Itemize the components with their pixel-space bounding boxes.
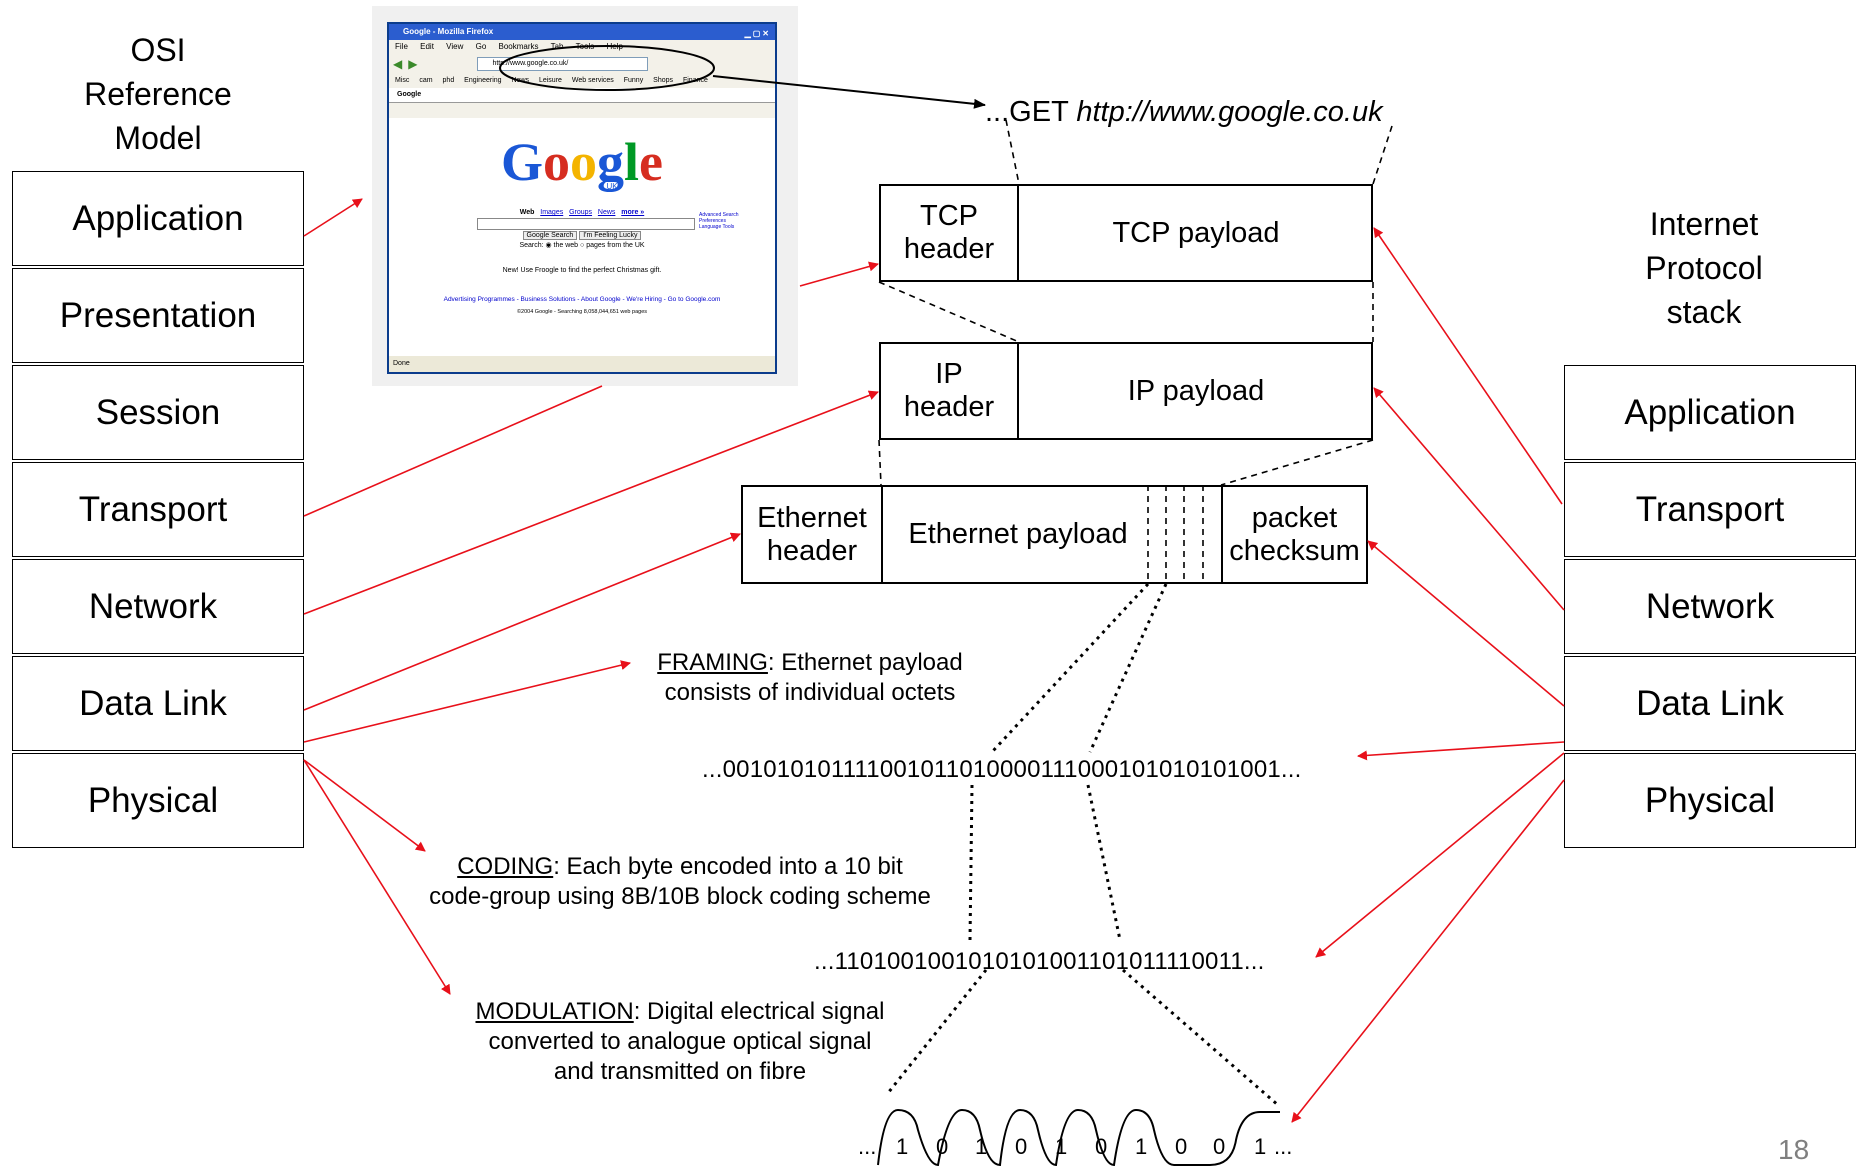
- inet-layer-transport: Transport: [1564, 462, 1856, 557]
- osi-layer-physical: Physical: [12, 753, 304, 848]
- signal-bit: 0: [1213, 1134, 1226, 1159]
- menu-item[interactable]: Edit: [420, 42, 434, 51]
- signal-prefix: ...: [858, 1134, 877, 1159]
- bookmark-item[interactable]: Leisure: [538, 77, 562, 84]
- signal-bit: 0: [1175, 1134, 1188, 1159]
- address-bar-highlight: [499, 45, 715, 91]
- bitstream-coded: ...1101001001010101001101011110011...: [814, 948, 1265, 975]
- menu-item[interactable]: File: [395, 42, 408, 51]
- framing-note: FRAMING: Ethernet payload consists of in…: [657, 649, 963, 706]
- bookmark-item[interactable]: phd: [442, 77, 455, 84]
- google-logo-sub: UK: [606, 182, 618, 191]
- feeling-lucky-button[interactable]: I'm Feeling Lucky: [579, 231, 642, 240]
- tcp-header: TCP header: [881, 186, 1019, 280]
- optical-signal-wave: [877, 1108, 1280, 1167]
- url-pointer-arrow: [712, 75, 986, 109]
- octet-expansion-lines: [886, 582, 1279, 1107]
- inet-layer-network: Network: [1564, 559, 1856, 654]
- bitstream-framed: ...0010101011110010110100001110001010101…: [702, 756, 1302, 783]
- http-get-url: http://www.google.co.uk: [1076, 96, 1383, 128]
- signal-bit: 1: [896, 1134, 909, 1159]
- menu-item[interactable]: View: [446, 42, 464, 51]
- signal-bit: 1: [975, 1134, 988, 1159]
- page-number: 18: [1778, 1134, 1810, 1165]
- menu-item[interactable]: Tab: [550, 42, 564, 51]
- browser-window: Google - Mozilla Firefox ▁▢✕ File Edit V…: [387, 22, 777, 374]
- search-tab[interactable]: Groups: [569, 209, 593, 216]
- coding-note: CODING: Each byte encoded into a 10 bit …: [429, 853, 931, 910]
- status-bar: Done: [389, 356, 775, 372]
- google-search-button[interactable]: Google Search: [522, 231, 578, 240]
- browser-title-bar: Google - Mozilla Firefox ▁▢✕: [389, 24, 775, 40]
- ethernet-payload: Ethernet payload: [908, 518, 1128, 550]
- side-link[interactable]: Preferences: [699, 218, 726, 224]
- ip-payload: IP payload: [1127, 374, 1265, 407]
- google-logo: Google: [501, 132, 663, 192]
- search-tab[interactable]: Images: [540, 209, 564, 216]
- modulation-note: MODULATION: Digital electrical signal co…: [475, 998, 885, 1085]
- bookmark-item[interactable]: Web services: [571, 77, 614, 84]
- ethernet-header: Ethernet header: [743, 487, 883, 582]
- osi-layer-session: Session: [12, 365, 304, 460]
- bookmark-item[interactable]: Engineering: [464, 77, 502, 84]
- window-controls: ▁▢✕: [744, 29, 771, 38]
- encapsulation-lines: [878, 119, 1393, 584]
- search-tab[interactable]: News: [597, 209, 616, 216]
- tcp-payload: TCP payload: [1112, 216, 1280, 249]
- internet-title: Internet Protocol stack: [1645, 206, 1763, 330]
- back-icon[interactable]: ◀: [393, 57, 403, 71]
- signal-bit: 1: [1254, 1134, 1267, 1159]
- search-scope: Search: ◉ the web ○ pages from the UK: [519, 242, 645, 249]
- side-link[interactable]: Advanced Search: [699, 212, 739, 218]
- inet-mapping-arrows: [1291, 227, 1565, 1123]
- copyright: ©2004 Google - Searching 8,058,044,651 w…: [516, 309, 648, 315]
- promo-text: New! Use Froogle to find the perfect Chr…: [502, 267, 662, 274]
- signal-bit: 0: [1015, 1134, 1028, 1159]
- signal-bit: 1: [1135, 1134, 1148, 1159]
- address-bar[interactable]: http://www.google.co.uk/: [477, 57, 649, 71]
- menu-item[interactable]: Go: [475, 42, 487, 51]
- browser-tab[interactable]: Google: [389, 88, 775, 103]
- browser-nav-bar: ◀ ▶ http://www.google.co.uk/: [389, 54, 775, 74]
- ethernet-checksum: packet checksum: [1221, 487, 1366, 582]
- ethernet-frame: Ethernet header Ethernet payload packet …: [741, 485, 1368, 584]
- ip-header: IP header: [881, 344, 1019, 438]
- bookmark-item[interactable]: cam: [419, 77, 433, 84]
- osi-layer-application: Application: [12, 171, 304, 266]
- search-tabs: Web Images Groups News more »: [389, 209, 775, 216]
- osi-mapping-arrows: [303, 198, 879, 995]
- side-links: Advanced Search Preferences Language Too…: [699, 212, 738, 230]
- inet-layer-physical: Physical: [1564, 753, 1856, 848]
- footer-links: Advertising Programmes - Business Soluti…: [443, 296, 721, 303]
- bookmark-item[interactable]: Misc: [395, 77, 410, 84]
- http-get-label: ...GET http://www.google.co.uk: [985, 96, 1383, 129]
- osi-layer-transport: Transport: [12, 462, 304, 557]
- browser-title: Google - Mozilla Firefox: [403, 27, 494, 36]
- bookmark-item[interactable]: Shops: [653, 77, 674, 84]
- signal-suffix: ...: [1274, 1134, 1293, 1159]
- forward-icon[interactable]: ▶: [408, 57, 418, 71]
- search-input[interactable]: [477, 218, 695, 230]
- google-homepage: Google UK Web Images Groups News more » …: [389, 118, 775, 356]
- osi-title: OSI Reference Model: [84, 32, 232, 156]
- ip-packet: IP header IP payload: [879, 342, 1373, 440]
- http-get-prefix: ...GET: [985, 96, 1077, 128]
- tcp-segment: TCP header TCP payload: [879, 184, 1373, 282]
- osi-layer-network: Network: [12, 559, 304, 654]
- osi-layer-presentation: Presentation: [12, 268, 304, 363]
- osi-layer-data-link: Data Link: [12, 656, 304, 751]
- inet-layer-application: Application: [1564, 365, 1856, 460]
- search-tab[interactable]: Web: [519, 209, 535, 216]
- search-tab[interactable]: more »: [621, 209, 645, 216]
- side-link[interactable]: Language Tools: [699, 224, 735, 230]
- bookmark-item[interactable]: Funny: [623, 77, 644, 84]
- menu-item[interactable]: Bookmarks: [498, 42, 539, 51]
